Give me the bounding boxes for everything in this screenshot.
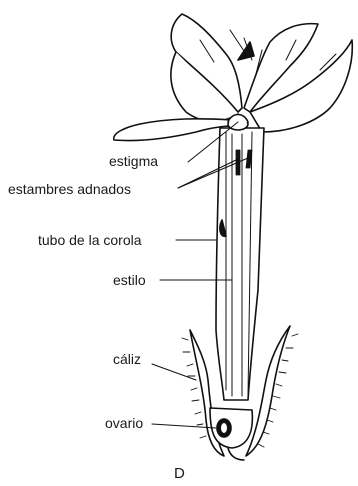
label-estambres-adnados: estambres adnados	[8, 182, 131, 196]
label-estilo: estilo	[113, 273, 146, 287]
panel-letter: D	[174, 466, 185, 481]
label-caliz: cáliz	[113, 352, 141, 366]
ovary-inner	[221, 423, 227, 433]
ovary-stalk	[228, 448, 244, 460]
label-tubo-de-la-corola: tubo de la corola	[38, 233, 142, 247]
leader-caliz	[152, 364, 196, 380]
label-estigma: estigma	[109, 154, 158, 168]
label-ovario: ovario	[105, 416, 143, 430]
petal-left-lobe	[114, 119, 232, 141]
